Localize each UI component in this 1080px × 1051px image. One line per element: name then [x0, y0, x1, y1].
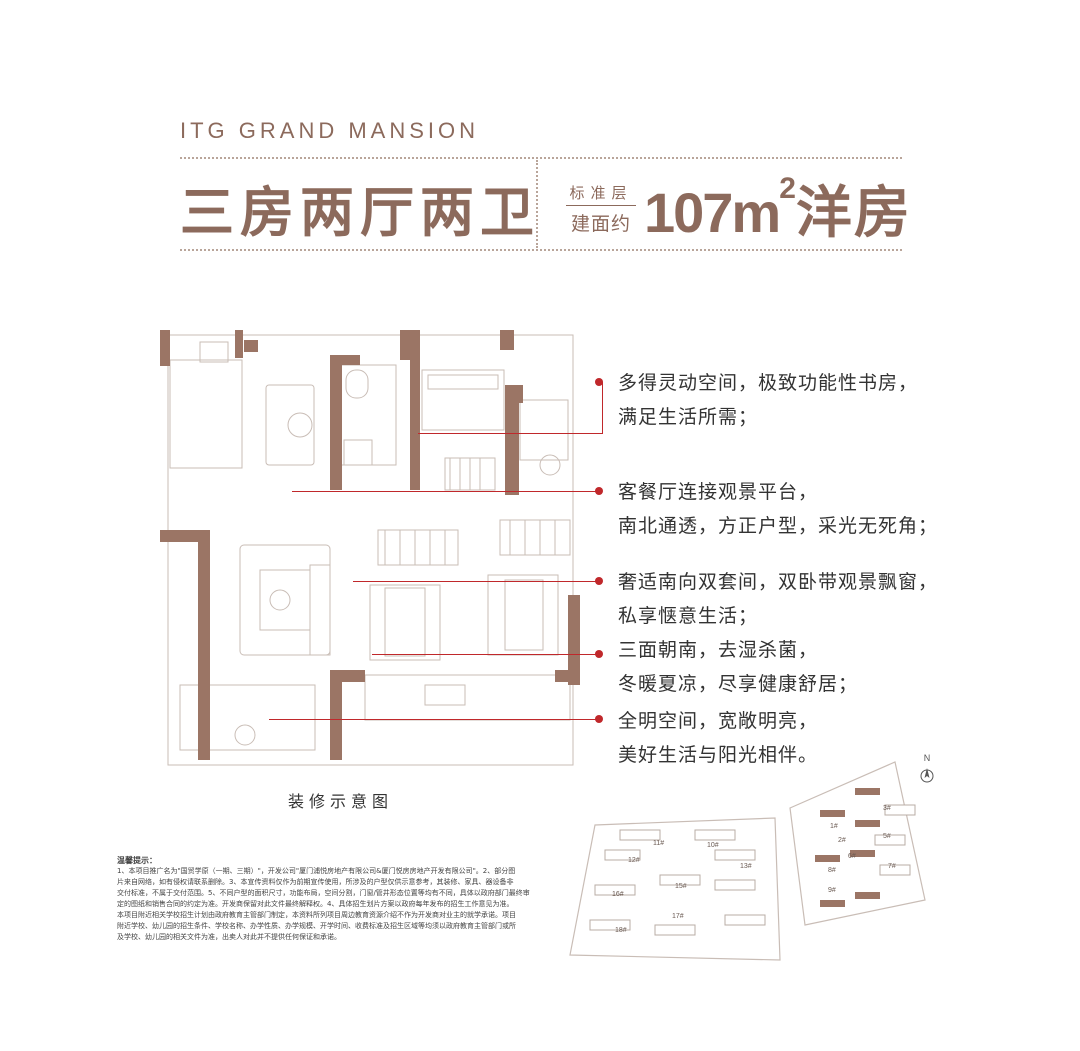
area-type: 洋房	[795, 181, 912, 246]
feature-dot-5	[595, 715, 603, 723]
building-label: 7#	[888, 863, 896, 870]
notes-line: 定的图纸和销售合同的约定为准。开发商保留对此文件最终解释权。4、具体招生划片方案…	[117, 900, 514, 908]
feature-dot-1	[595, 378, 603, 386]
floor-plan	[160, 330, 580, 766]
divider-top	[180, 157, 902, 159]
building-label: 9#	[828, 887, 836, 894]
building-label: 15#	[675, 883, 687, 890]
area-superscript: 2	[779, 172, 796, 205]
building-label: 1#	[830, 823, 838, 830]
building-label: 18#	[615, 927, 627, 934]
feature-1-line2: 满足生活所需；	[618, 406, 759, 428]
leader-study	[418, 433, 603, 434]
feature-2-line1: 客餐厅连接观景平台，	[618, 481, 819, 503]
feature-dot-4	[595, 650, 603, 658]
notes-title: 温馨提示：	[117, 856, 157, 865]
area-label: 建面约	[570, 213, 631, 235]
brand-title: ITG GRAND MANSION	[180, 118, 480, 143]
building-label: 8#	[828, 867, 836, 874]
feature-1-line1: 多得灵动空间，极致功能性书房，	[618, 372, 919, 394]
site-plan: 1#2# 3# 5# 6# 7# 8# 9# 10# 11# 12# 13# 15# 16# 17# 18#	[569, 761, 926, 961]
leader-balcony	[269, 719, 598, 720]
north-compass-icon: N	[920, 753, 934, 783]
notes-line: 1、本项目推广名为"国贸学原（一期、三期）"，开发公司"厦门浦悦房地产有限公司&…	[117, 867, 516, 875]
building-label: 12#	[628, 857, 640, 864]
disclaimer-notes: 温馨提示： 1、本项目推广名为"国贸学原（一期、三期）"，开发公司"厦门浦悦房地…	[117, 855, 572, 943]
feature-3-line1: 奢适南向双套间，双卧带观景飘窗，	[618, 571, 939, 593]
feature-1: 多得灵动空间，极致功能性书房， 满足生活所需；	[618, 366, 918, 434]
building-label: 2#	[838, 837, 846, 844]
floor-divider	[566, 205, 636, 206]
notes-line: 本项目附近相关学校招生计划由政府教育主管部门制定，本资料所列项目周边教育资源介绍…	[117, 911, 516, 919]
divider-bottom	[180, 249, 902, 251]
notes-line: 片来自网络，如有侵权请联系删除。3、本宣传资料仅作为前期宣传使用，所涉及的户型仅…	[117, 878, 514, 886]
building-label: 6#	[848, 853, 856, 860]
leader-south	[372, 654, 598, 655]
feature-5: 全明空间，宽敞明亮， 美好生活与阳光相伴。	[618, 704, 818, 772]
leader-living	[292, 491, 598, 492]
notes-line: 附近学校、幼儿园的招生条件、学校名称、办学性质、办学规模、开学时间、收费标准及招…	[117, 922, 516, 930]
feature-3: 奢适南向双套间，双卧带观景飘窗， 私享惬意生活；	[618, 565, 938, 633]
building-label: 17#	[672, 913, 684, 920]
feature-dot-3	[595, 577, 603, 585]
building-label: 16#	[612, 891, 624, 898]
building-label: 13#	[740, 863, 752, 870]
feature-dot-2	[595, 487, 603, 495]
feature-5-line2: 美好生活与阳光相伴。	[618, 744, 819, 766]
leader-study-vert	[602, 382, 603, 434]
plan-caption: 装修示意图	[288, 792, 394, 811]
building-label: 10#	[707, 842, 719, 849]
building-label: 3#	[883, 805, 891, 812]
feature-4-line2: 冬暖夏凉，尽享健康舒居；	[618, 673, 859, 695]
feature-4-line1: 三面朝南，去湿杀菌，	[618, 639, 819, 661]
feature-5-line1: 全明空间，宽敞明亮，	[618, 710, 819, 732]
layout-title: 三房两厅两卫	[180, 181, 540, 244]
feature-3-line2: 私享惬意生活；	[618, 605, 759, 627]
divider-vertical	[536, 160, 538, 248]
area-number: 107m	[644, 181, 781, 244]
area-value: 107m2洋房	[644, 168, 912, 249]
building-label: 5#	[883, 833, 891, 840]
notes-line: 交付标准，不属于交付范围。5、不同户型的面积尺寸，功能布局，空间分割，门窗/管井…	[117, 889, 530, 897]
north-label: N	[924, 753, 931, 763]
feature-2-line2: 南北通透，方正户型，采光无死角；	[618, 515, 939, 537]
building-label: 11#	[653, 840, 664, 847]
notes-line: 及学校、幼儿园的相关文件为准，出卖人对此并不提供任何保证和承诺。	[117, 933, 341, 941]
floor-label: 标准层	[569, 184, 633, 202]
feature-4: 三面朝南，去湿杀菌， 冬暖夏凉，尽享健康舒居；	[618, 633, 858, 701]
leader-suites	[353, 581, 598, 582]
feature-2: 客餐厅连接观景平台， 南北通透，方正户型，采光无死角；	[618, 475, 938, 543]
